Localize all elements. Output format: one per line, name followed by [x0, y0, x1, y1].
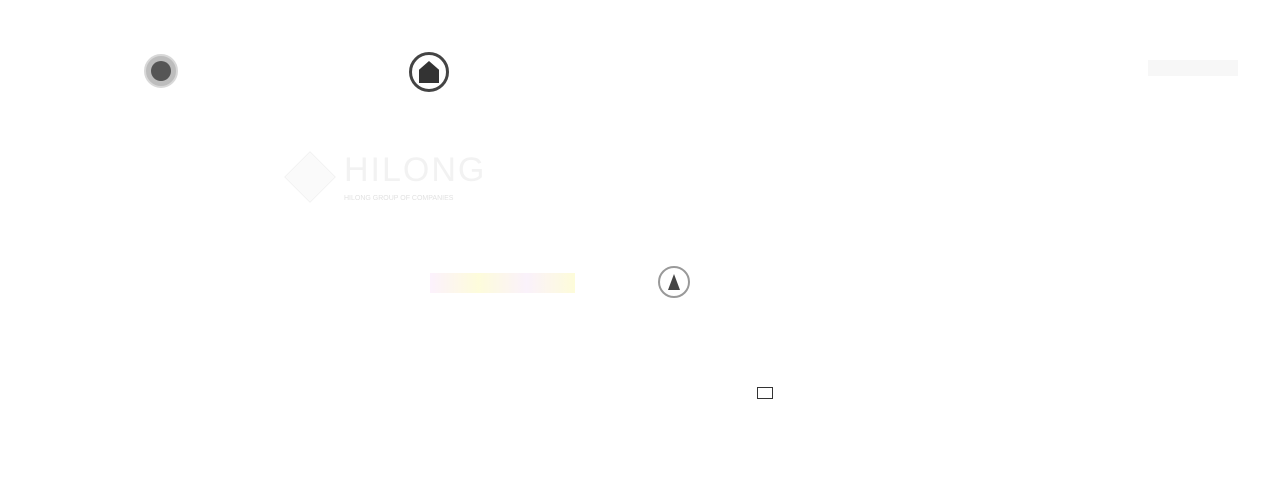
hilong-logo-tagline: HILONG GROUP OF COMPANIES — [344, 194, 454, 202]
seal-emblem-icon — [151, 61, 171, 81]
seal-logo-3 — [658, 266, 690, 298]
seal-logo-1 — [144, 54, 178, 88]
hilong-logo-name: HILONG — [344, 151, 487, 189]
hilong-mark-icon — [284, 151, 336, 203]
seal-logo-2 — [409, 52, 449, 92]
hilong-logo-text: HILONG HILONG GROUP OF COMPANIES — [344, 150, 486, 204]
hilong-logo: HILONG HILONG GROUP OF COMPANIES — [284, 150, 486, 204]
building-emblem-icon — [419, 61, 439, 83]
faint-logo-right — [1148, 60, 1238, 76]
colorful-logo — [430, 273, 575, 293]
small-logo-icon — [757, 387, 773, 399]
sail-emblem-icon — [668, 274, 680, 290]
